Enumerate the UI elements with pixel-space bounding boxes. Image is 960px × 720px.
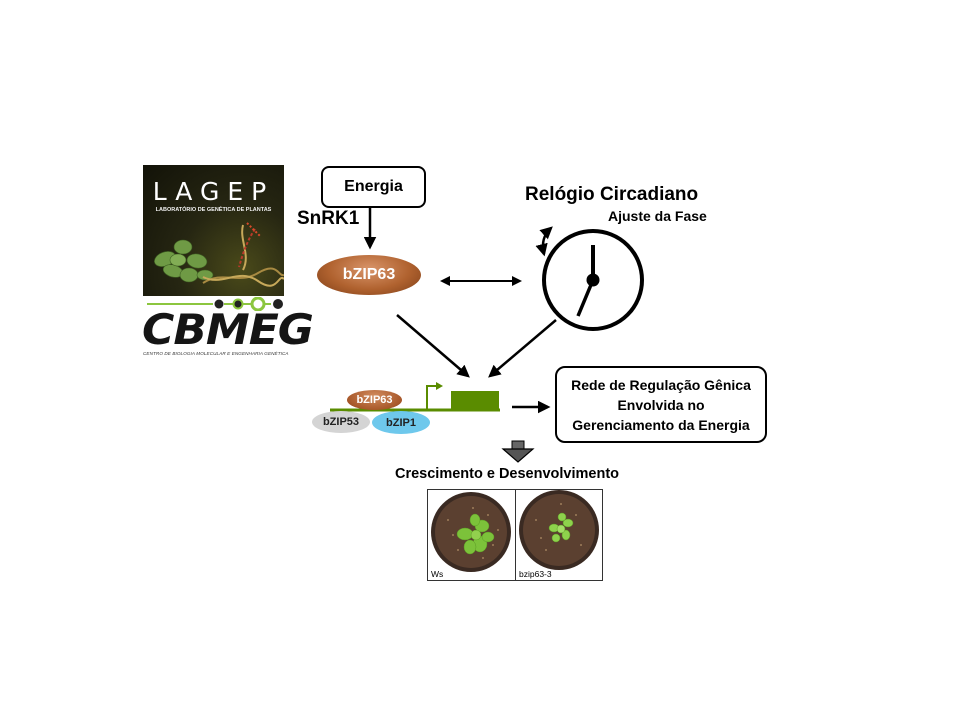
bzip63-complex-factor: bZIP63 — [347, 390, 402, 410]
bzip63-complex-label: bZIP63 — [356, 394, 393, 406]
circadian-clock-title: Relógio Circadiano — [525, 184, 699, 205]
gene-box — [451, 391, 499, 410]
bzip63-factor: bZIP63 — [317, 255, 421, 295]
transcription-start-arrow-icon — [426, 385, 437, 410]
growth-development-label: Crescimento e Desenvolvimento — [395, 466, 620, 482]
phase-adjust-label: Ajuste da Fase — [608, 208, 707, 224]
bzip53-factor: bZIP53 — [312, 411, 370, 433]
rosette-plant-icon — [154, 239, 214, 283]
plant-photos-panel: Ws bzip63-3 — [427, 489, 603, 581]
mutant-pot-image — [519, 490, 599, 570]
mutant-label: bzip63-3 — [519, 569, 552, 579]
bzip1-factor: bZIP1 — [372, 411, 430, 434]
photo-wild-type: Ws — [428, 490, 516, 580]
lagep-logo-title: LAGEP — [152, 177, 275, 206]
clock-icon — [542, 229, 644, 331]
phase-adjust-arrow-icon — [535, 226, 553, 257]
cbmeg-logo-subtitle: CENTRO DE BIOLOGIA MOLECULAR E ENGENHARI… — [143, 351, 289, 356]
snrk1-label: SnRK1 — [297, 208, 360, 229]
bzip53-label: bZIP53 — [322, 416, 360, 428]
rosette-large-icon — [456, 513, 495, 555]
gene-network-box: Rede de Regulação Gênica Envolvida no Ge… — [555, 366, 767, 443]
dna-helix-icon — [202, 222, 284, 287]
clock-to-gene-arrow — [488, 319, 557, 378]
bzip63-label: bZIP63 — [342, 266, 396, 283]
network-line-3: Gerenciamento da Energia — [572, 416, 750, 433]
lagep-logo: LAGEP LABORATÓRIO DE GENÉTICA DE PLANTAS — [143, 165, 284, 296]
cbmeg-logo-wordmark: CBMEG — [142, 305, 314, 354]
cbmeg-logo-line-dots — [147, 297, 283, 311]
energy-label: Energia — [344, 178, 403, 195]
rosette-small-icon — [548, 512, 574, 543]
wild-type-label: Ws — [431, 569, 444, 579]
bzip63-to-gene-arrow — [396, 314, 470, 378]
network-line-2: Envolvida no — [617, 396, 705, 413]
network-line-1: Rede de Regulação Gênica — [571, 376, 751, 393]
block-arrow-down-icon — [501, 440, 535, 463]
wild-type-pot-image — [431, 492, 511, 572]
energy-box: Energia — [321, 166, 426, 208]
bzip1-label: bZIP1 — [386, 416, 416, 429]
photo-mutant: bzip63-3 — [516, 490, 602, 580]
plant-dna-illustration — [154, 222, 284, 287]
gene-construct — [330, 382, 500, 412]
lagep-logo-subtitle: LABORATÓRIO DE GENÉTICA DE PLANTAS — [155, 207, 272, 213]
